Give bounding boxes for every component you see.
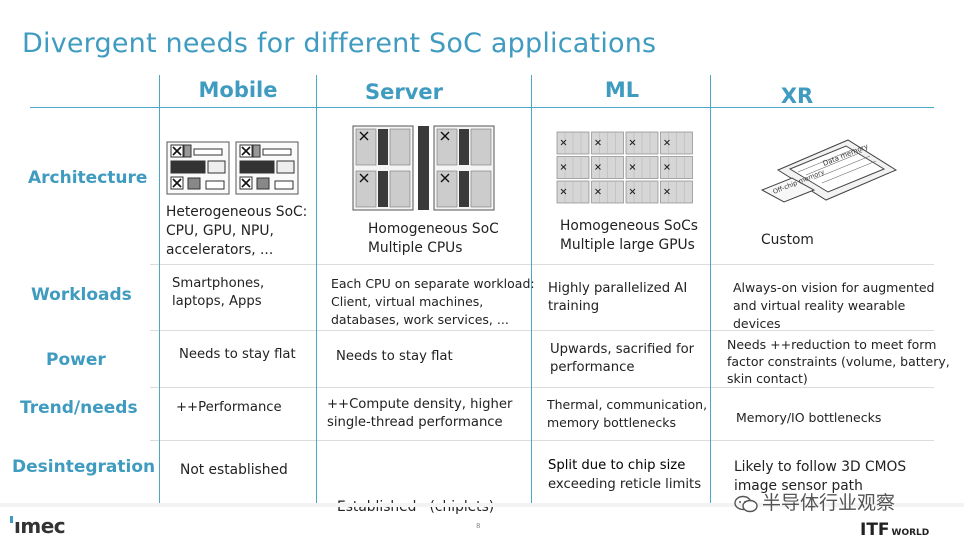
cell-workloads-ml: Highly parallelized AI training (548, 281, 688, 314)
header-divider (30, 107, 934, 108)
imec-logo: ımec (10, 514, 66, 538)
gpu-tile-mark (664, 139, 670, 146)
row-header-trend-needs: Trend/needs (20, 398, 138, 418)
wechat-icon (734, 495, 758, 512)
row-divider (150, 440, 934, 441)
cell-desintegration-xr: Likely to follow 3D CMOS image sensor pa… (734, 459, 907, 494)
gpu-array-diagram (556, 131, 693, 204)
row-header-desintegration: Desintegration (12, 457, 156, 477)
gpu-tile-mark (629, 188, 636, 195)
row-header-architecture: Architecture (28, 168, 148, 188)
cell-trend-server: ++Compute density, higher single-thread … (327, 397, 513, 430)
cell-architecture-xr: Custom (761, 232, 814, 248)
slide-title: Divergent needs for different SoC applic… (22, 28, 657, 59)
column-divider (316, 75, 317, 503)
row-divider (150, 264, 934, 265)
cell-architecture-mobile: Heterogeneous SoC: CPU, GPU, NPU, accele… (166, 204, 308, 258)
cell-power-xr: Needs ++reduction to meet form factor co… (727, 337, 950, 386)
footer-bar (0, 503, 964, 507)
row-header-workloads: Workloads (31, 285, 132, 305)
gpu-tile-mark (664, 164, 670, 170)
row-divider (150, 387, 934, 388)
custom-xr-soc-diagram: Data memory Off-chip memory (760, 139, 898, 203)
cell-power-server: Needs to stay flat (336, 349, 453, 364)
column-divider (159, 75, 160, 503)
heterogeneous-soc-diagram (166, 141, 299, 195)
column-divider (531, 75, 532, 503)
cell-power-ml: Upwards, sacrified for performance (550, 342, 695, 375)
column-header-ml: ML (604, 78, 640, 102)
gpu-tile-mark (560, 188, 567, 195)
imec-logo-mark (10, 516, 13, 523)
homogeneous-cpu-soc-diagram (352, 125, 495, 211)
cell-desintegration-mobile: Not established (180, 462, 288, 478)
gpu-tile-mark (664, 188, 670, 195)
cell-desintegration-ml: Split due to chip size exceeding reticle… (548, 458, 702, 492)
cell-power-mobile: Needs to stay flat (179, 347, 296, 362)
gpu-tile-mark (629, 164, 636, 170)
cell-architecture-ml: Homogeneous SoCs Multiple large GPUs (560, 218, 698, 253)
watermark: 半导体行业观察 (734, 488, 895, 515)
gpu-tile-mark (560, 164, 567, 170)
row-header-power: Power (46, 350, 106, 370)
gpu-tile-mark (560, 139, 567, 146)
page-number: 8 (476, 522, 481, 530)
row-divider (150, 330, 934, 331)
cell-architecture-server: Homogeneous SoC Multiple CPUs (368, 221, 499, 256)
cell-trend-mobile: ++Performance (176, 400, 282, 415)
gpu-tile-mark (629, 139, 636, 146)
cell-trend-xr: Memory/IO bottlenecks (736, 410, 882, 425)
gpu-tile-mark (595, 188, 601, 195)
cell-trend-ml: Thermal, communication, memory bottlenec… (547, 397, 708, 430)
cell-workloads-server: Each CPU on separate workload: Client, v… (331, 276, 535, 327)
gpu-tile-mark (595, 164, 601, 170)
gpu-tile-mark (595, 139, 601, 146)
column-header-server: Server (364, 80, 443, 104)
column-header-mobile: Mobile (198, 78, 278, 102)
cell-workloads-mobile: Smartphones, laptops, Apps (172, 276, 265, 309)
column-header-xr: XR (780, 84, 814, 108)
cell-workloads-xr: Always-on vision for augmented and virtu… (733, 280, 935, 331)
cell-desintegration-server: Established (chiplets) (337, 499, 495, 515)
column-divider (710, 75, 711, 503)
